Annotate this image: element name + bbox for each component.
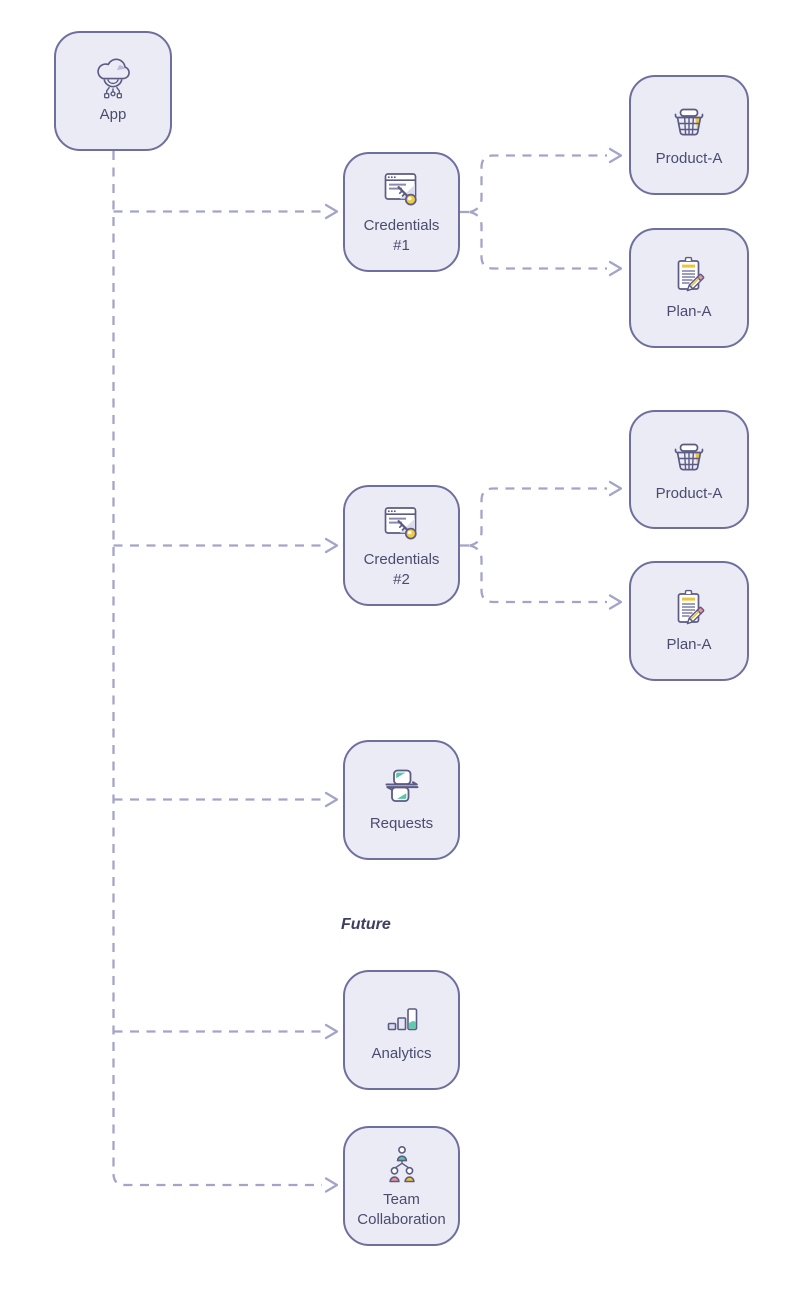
arrowhead-team-collaboration (324, 1177, 339, 1193)
browser-key-icon (379, 502, 425, 548)
node-plan-a-2: Plan-A (629, 561, 749, 681)
node-team-collaboration: Team Collaboration (343, 1126, 460, 1246)
arrowhead-plan-a-1 (608, 260, 623, 277)
arrowhead-product-a-1 (608, 147, 623, 164)
node-label: Analytics (371, 1045, 432, 1063)
edge-credentials-2-plan-a-2 (469, 544, 607, 604)
node-label: Requests (369, 815, 434, 833)
edge-credentials-1-product-a-1 (469, 154, 607, 214)
node-label: Credentials #2 (363, 550, 440, 588)
team-people-icon (379, 1142, 425, 1188)
arrowhead-plan-a-2 (608, 594, 623, 610)
node-label: Product-A (655, 484, 723, 502)
product-basket-icon (666, 436, 712, 482)
node-product-a-1: Product-A (629, 75, 749, 195)
bar-chart-icon (379, 996, 425, 1042)
plan-clipboard-pencil-icon (666, 254, 712, 300)
node-requests: Requests (343, 740, 460, 860)
exchange-pages-icon (379, 766, 425, 812)
plan-clipboard-pencil-icon (666, 587, 712, 633)
node-label: App (99, 106, 127, 124)
node-app: App (54, 31, 172, 151)
edge-credentials-2-product-a-2 (469, 487, 607, 547)
node-credentials-2: Credentials #2 (343, 485, 460, 606)
browser-key-icon (379, 168, 425, 214)
product-basket-icon (666, 101, 712, 147)
arrowhead-product-a-2 (608, 480, 623, 497)
node-label: Plan-A (666, 303, 712, 321)
arrowhead-requests (324, 791, 339, 808)
node-analytics: Analytics (343, 970, 460, 1090)
node-label: Credentials #1 (363, 217, 440, 254)
node-label: Team Collaboration (357, 1191, 446, 1228)
node-label: Plan-A (666, 636, 712, 654)
edge-credentials-1-plan-a-1 (469, 210, 607, 270)
arrowhead-credentials-1 (324, 203, 339, 220)
arrowhead-analytics (324, 1023, 339, 1040)
cloud-app-icon (90, 57, 136, 103)
node-plan-a-1: Plan-A (629, 228, 749, 348)
node-credentials-1: Credentials #1 (343, 152, 460, 272)
node-product-a-2: Product-A (629, 410, 749, 529)
node-label: Product-A (655, 150, 723, 168)
arrowhead-credentials-2 (324, 537, 339, 554)
edge-app-trunk (112, 151, 322, 1187)
future-section-label: Future (341, 916, 391, 933)
